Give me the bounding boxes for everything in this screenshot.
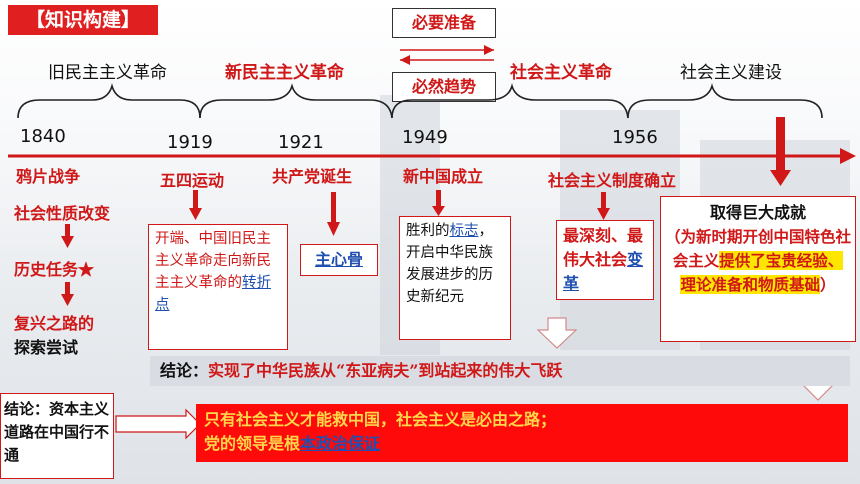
main-timeline: [8, 148, 856, 164]
socialist-highlight: 变革: [563, 250, 644, 293]
achievements-title: 取得巨大成就: [709, 203, 806, 222]
banner-line2a: 党的领导是根: [204, 434, 301, 453]
banner-line2b: 本政治保证: [300, 434, 381, 453]
revival-line2: 探索尝试: [14, 338, 79, 357]
banner-line1: 只有社会主义才能救中国，社会主义是必由之路；: [204, 410, 557, 429]
revival-line1: 复兴之路的: [14, 314, 95, 333]
section-title: 【知识构建】: [8, 5, 158, 35]
year-1919: 1919: [167, 132, 213, 153]
necessary-preparation-label: 必要准备: [392, 8, 496, 38]
conclusion-main: 结论：实现了中华民族从“东亚病夫”到站起来的伟大飞跃: [150, 356, 850, 386]
year-1949: 1949: [402, 127, 448, 148]
nature-change-label: 社会性质改变: [14, 204, 111, 223]
event-opium-war: 鸦片战争: [16, 167, 81, 186]
socialist-text: 最深刻、最伟大社会: [563, 226, 644, 269]
new-china-highlight: 标志: [449, 223, 479, 239]
revival-exploration: 复兴之路的 探索尝试: [14, 312, 94, 360]
cpc-highlight: 主心骨: [314, 250, 363, 269]
cpc-box: 主心骨: [300, 244, 378, 276]
inevitable-trend-label: 必然趋势: [392, 72, 496, 102]
era-new-democratic: 新民主主义革命: [225, 63, 344, 83]
new-china-text1: 胜利的: [406, 223, 450, 239]
conclusion-left: 结论：资本主义道路在中国行不通: [0, 393, 114, 479]
year-1921: 1921: [278, 132, 324, 153]
may-fourth-text: 开端、中国旧民主主义革命走向新民主主义革命的: [155, 231, 271, 291]
historic-task-label: 历史任务★: [14, 260, 95, 279]
conclusion-arrow: [115, 408, 201, 440]
era-old-democratic: 旧民主主义革命: [48, 63, 167, 83]
may-fourth-highlight: 转折点: [155, 275, 271, 313]
event-socialist-system: 社会主义制度确立: [548, 171, 677, 190]
year-1840: 1840: [20, 126, 66, 147]
conclusion-banner: 只有社会主义才能救中国，社会主义是必由之路； 党的领导是根本政治保证: [196, 404, 848, 462]
new-china-text2: ，开启中华民族发展进步的历史新纪元: [406, 223, 493, 305]
achievements-text1: （为新时期开创中国特色社会主义: [665, 227, 852, 270]
year-1956: 1956: [612, 127, 658, 148]
may-fourth-box: 开端、中国旧民主主义革命走向新民主主义革命的转折点: [148, 224, 288, 350]
down-arrows: [61, 117, 791, 306]
event-may-fourth: 五四运动: [160, 171, 225, 190]
bridge-arrows: [400, 45, 494, 65]
era-braces: [17, 83, 823, 119]
event-cpc-founded: 共产党诞生: [272, 167, 353, 186]
conclusion-main-text: 实现了中华民族从“东亚病夫”到站起来的伟大飞跃: [208, 361, 563, 380]
conclusion-main-label: 结论：: [160, 361, 209, 380]
era-socialist-revolution: 社会主义革命: [510, 63, 612, 83]
new-china-box: 胜利的标志，开启中华民族发展进步的历史新纪元: [399, 216, 511, 340]
era-socialist-construction: 社会主义建设: [680, 63, 782, 83]
achievements-box: 取得巨大成就 （为新时期开创中国特色社会主义提供了宝贵经验、理论准备和物质基础）: [660, 196, 856, 342]
event-new-china: 新中国成立: [403, 167, 484, 186]
socialist-box: 最深刻、最伟大社会变革: [556, 220, 654, 300]
achievements-text2: ）: [820, 275, 836, 294]
